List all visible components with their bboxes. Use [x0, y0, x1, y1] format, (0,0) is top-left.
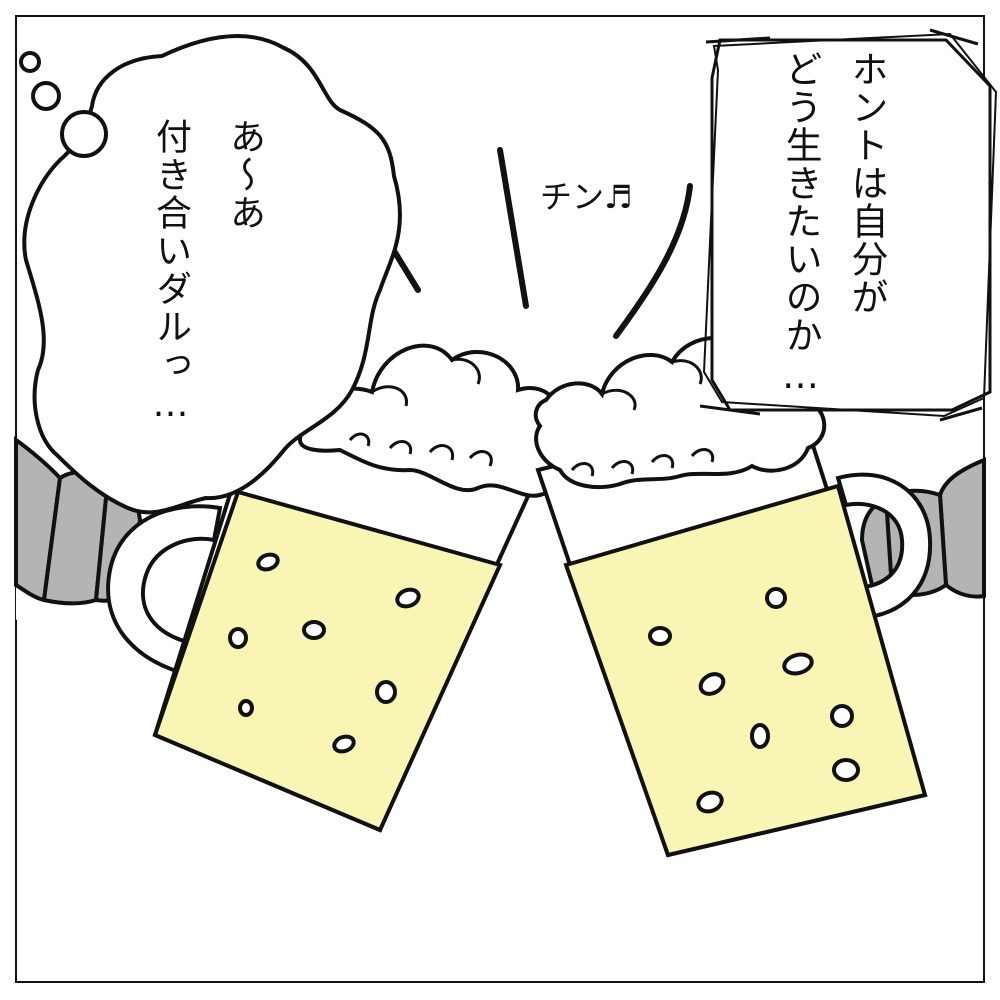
right-beer-mug — [533, 336, 933, 858]
thought-text-line-2: 付き合いダルっ… — [150, 118, 191, 427]
impact-lines — [377, 147, 693, 339]
thought-text-line-1: あ～あ — [224, 118, 265, 232]
narration-text-line-1: ホントは自分が — [845, 50, 888, 316]
left-beer-mug — [106, 343, 564, 833]
narration-text-line-2: どう生きたいのか… — [779, 50, 822, 398]
narration-box-shape — [699, 28, 998, 422]
thought-bubble-shape — [19, 34, 402, 515]
clink-sound-effect: チン♬ — [540, 178, 633, 216]
